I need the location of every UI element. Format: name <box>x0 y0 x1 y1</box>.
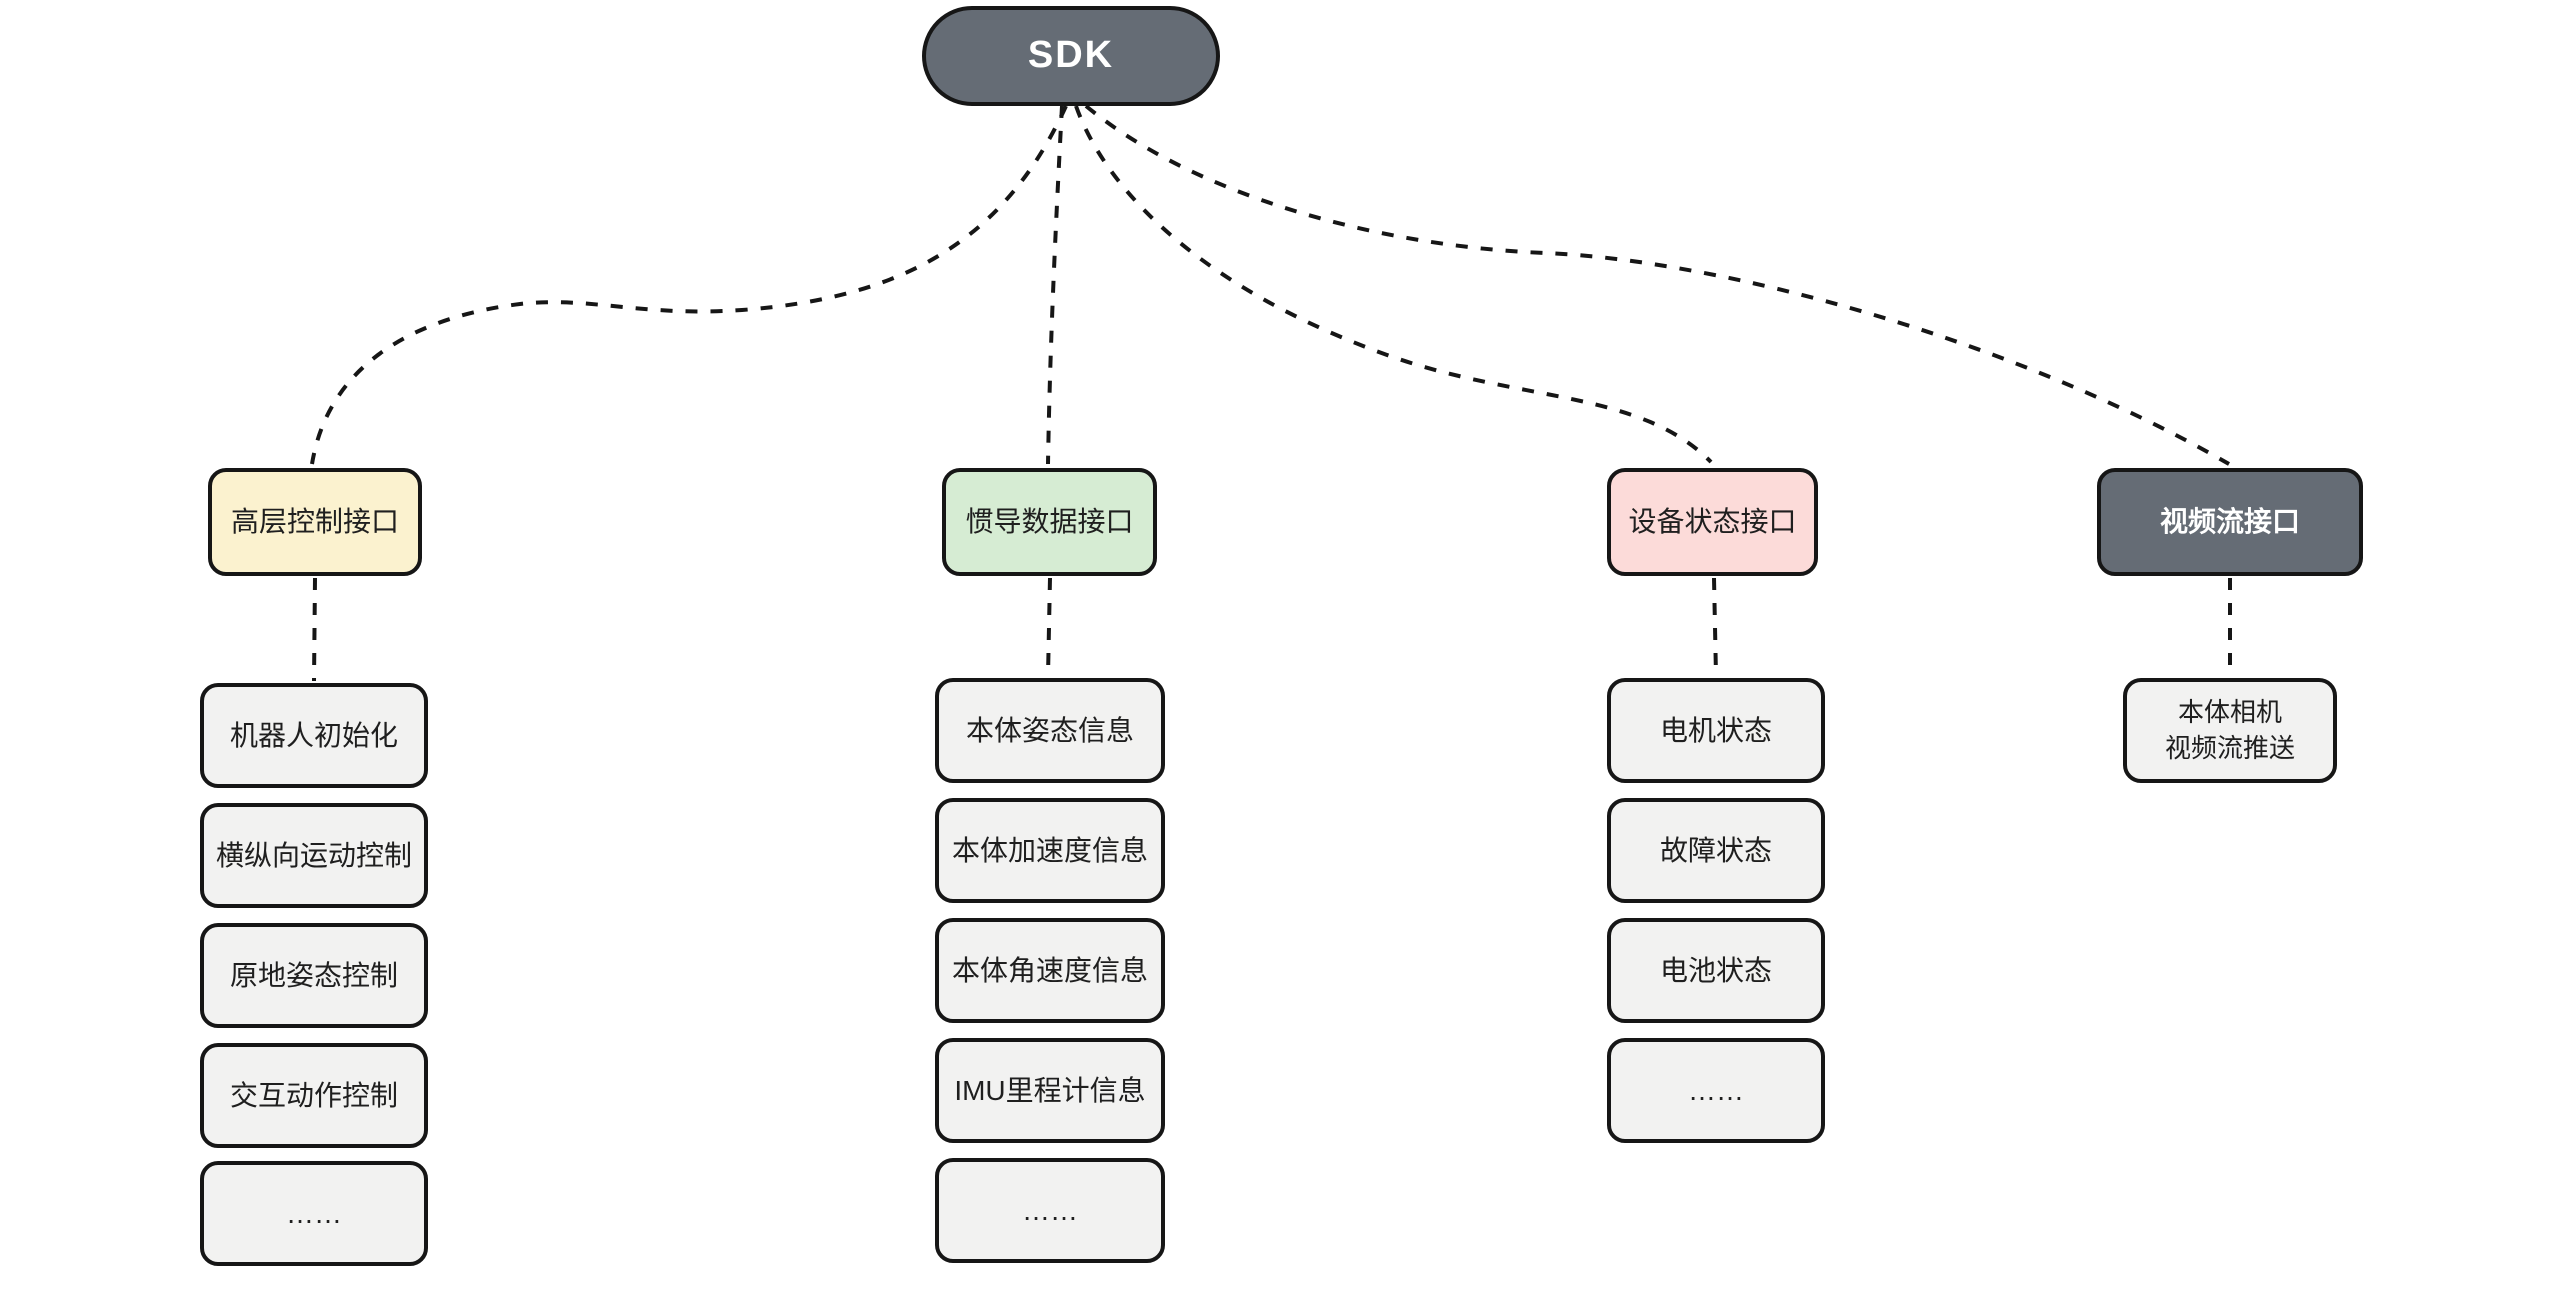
leaf-body-acceleration-info: 本体加速度信息 <box>935 798 1165 903</box>
leaf-battery-status: 电池状态 <box>1607 918 1825 1023</box>
branch-device-status-api: 设备状态接口 <box>1607 468 1818 576</box>
leaf-body-angular-velocity-info: 本体角速度信息 <box>935 918 1165 1023</box>
edge-device-status-to-children <box>1712 577 1718 677</box>
branch-high-level-control-api: 高层控制接口 <box>208 468 422 576</box>
sdk-root-node: SDK <box>922 6 1220 106</box>
leaf-high-level-control-more: …… <box>200 1161 428 1266</box>
leaf-robot-initialization: 机器人初始化 <box>200 683 428 788</box>
leaf-motor-status: 电机状态 <box>1607 678 1825 783</box>
leaf-imu-odometry-info: IMU里程计信息 <box>935 1038 1165 1143</box>
leaf-fault-status: 故障状态 <box>1607 798 1825 903</box>
leaf-lateral-longitudinal-motion-control: 横纵向运动控制 <box>200 803 428 908</box>
edge-sdk-to-video-stream <box>1084 104 2230 466</box>
edge-sdk-to-high-level-control <box>310 105 1068 465</box>
edge-high-level-control-to-children <box>312 577 317 682</box>
leaf-interactive-action-control: 交互动作控制 <box>200 1043 428 1148</box>
branch-imu-data-api: 惯导数据接口 <box>942 468 1157 576</box>
leaf-in-place-attitude-control: 原地姿态控制 <box>200 923 428 1028</box>
leaf-imu-data-more: …… <box>935 1158 1165 1263</box>
leaf-body-attitude-info: 本体姿态信息 <box>935 678 1165 783</box>
edge-imu-data-to-children <box>1046 577 1052 677</box>
leaf-body-camera-video-stream-push: 本体相机 视频流推送 <box>2123 678 2337 783</box>
edge-sdk-to-device-status <box>1074 105 1713 464</box>
leaf-device-status-more: …… <box>1607 1038 1825 1143</box>
edge-sdk-to-imu-data <box>1046 105 1064 465</box>
branch-video-stream-api: 视频流接口 <box>2097 468 2363 576</box>
